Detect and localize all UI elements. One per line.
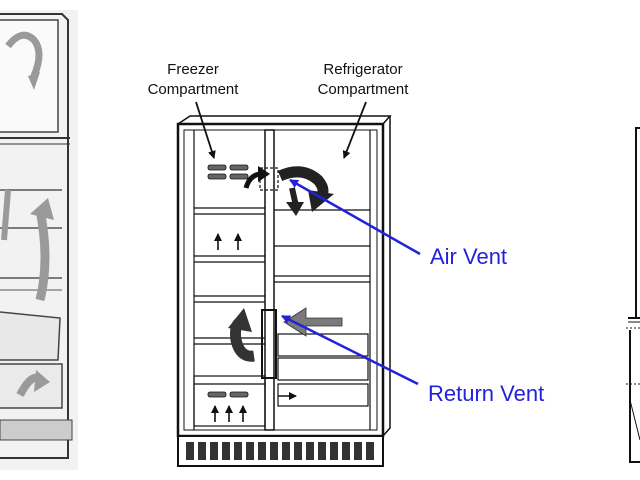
right-fridge-illustration bbox=[626, 127, 640, 463]
left-fridge-illustration bbox=[0, 10, 78, 470]
air-vent-label: Air Vent bbox=[430, 244, 507, 269]
freezer-label: Freezer Compartment bbox=[148, 61, 240, 98]
freezer-top-vent bbox=[207, 164, 249, 180]
air-vent-pointer bbox=[289, 178, 421, 256]
refrigerator-shelves bbox=[274, 130, 371, 430]
base-grille bbox=[177, 435, 384, 467]
freezer-shelves bbox=[193, 130, 266, 430]
refrigerator-leader-line bbox=[342, 101, 367, 159]
return-vent-label: Return Vent bbox=[428, 381, 544, 406]
freezer-bottom-vent bbox=[207, 391, 249, 398]
return-vent-pointer bbox=[281, 314, 419, 386]
freezer-up-arrows bbox=[211, 233, 297, 422]
return-vent-duct bbox=[261, 309, 277, 379]
refrigerator-label-line2: Compartment bbox=[318, 81, 410, 98]
return-air-arrow bbox=[283, 307, 343, 337]
freezer-leader-line bbox=[195, 101, 216, 159]
refrigerator-label-line1: Refrigerator bbox=[323, 61, 402, 78]
refrigerator-label: Refrigerator Compartment bbox=[318, 61, 410, 98]
freezer-label-line2: Compartment bbox=[148, 81, 240, 98]
side-by-side-refrigerator bbox=[176, 115, 392, 467]
freezer-label-line1: Freezer bbox=[167, 61, 219, 78]
